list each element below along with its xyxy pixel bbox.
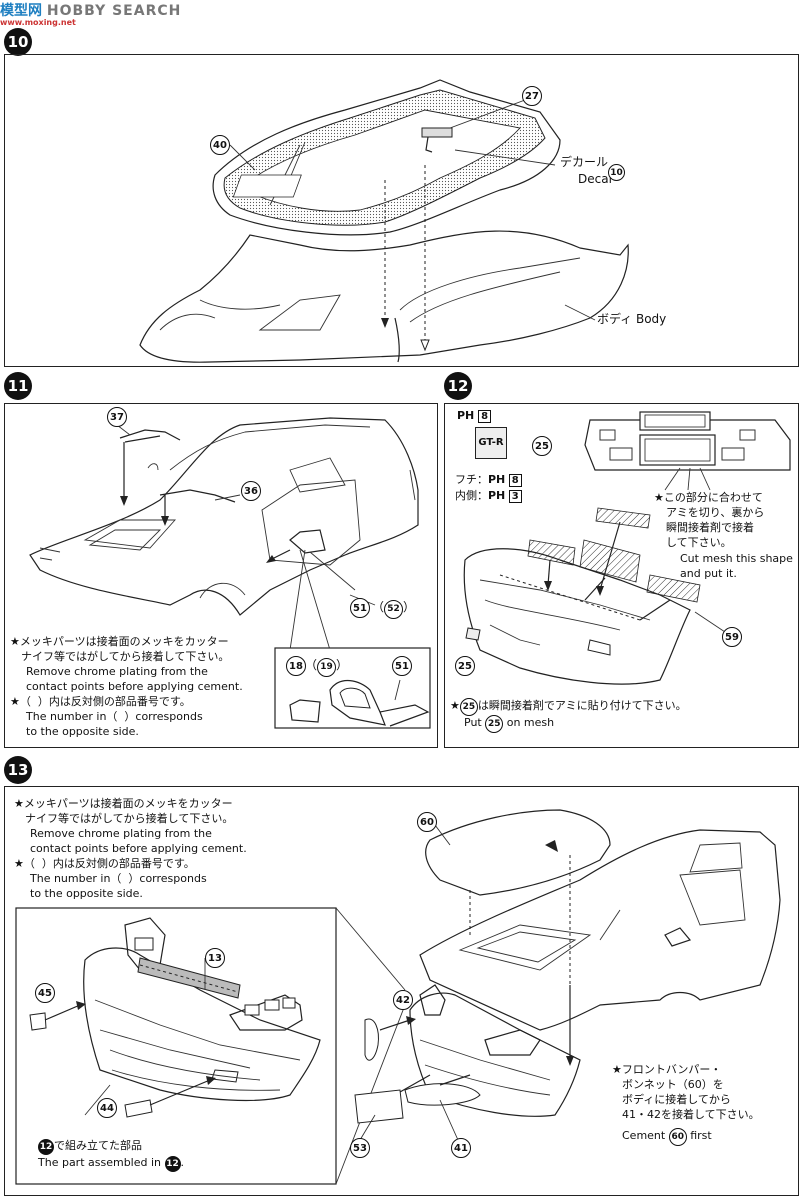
- step-11-callout-19-paren: （19）: [305, 658, 348, 677]
- step-13-cement-note-jp-3: ボディに接着してから: [622, 1093, 731, 1106]
- step-12-ph-num: 8: [478, 410, 492, 423]
- step-12-gtr-badge: GT-R: [475, 427, 507, 459]
- step-13-callout-42: 42: [393, 990, 413, 1010]
- step-11-note-jp-1: ★メッキパーツは接着面のメッキをカッター: [10, 635, 229, 648]
- step-12-fuchi: フチ：PH 8: [455, 472, 522, 488]
- step-12-ph-label: PH 8: [457, 408, 492, 424]
- step-13-assembled-num: 12: [38, 1139, 54, 1155]
- step-12-callout-59: 59: [722, 627, 742, 647]
- step-11-callout-19: 19: [317, 658, 337, 677]
- step-12-bottom-note-en-num: 25: [485, 715, 504, 733]
- step-13-assembled-en: The part assembled in 12.: [38, 1155, 184, 1172]
- step-11-callout-51-detail: 51: [392, 656, 412, 676]
- step-12-gtr-text: GT-R: [478, 437, 504, 448]
- step-12-mesh-note-en-2: and put it.: [680, 567, 737, 580]
- step-12-bottom-note-en-pre: Put: [464, 716, 482, 729]
- step-13-note-en-1: Remove chrome plating from the: [30, 827, 212, 840]
- step-13-note-en-3: The number in（ ）corresponds: [30, 872, 207, 885]
- step-12-fuchi-label: フチ：: [455, 473, 488, 486]
- step-13-callout-13: 13: [205, 948, 225, 968]
- step-12-number: 12: [444, 372, 472, 400]
- step-12-uchigawa-num: 3: [508, 490, 522, 503]
- step-11-note-jp-3: ★（ ）内は反対側の部品番号です。: [10, 695, 191, 708]
- step-12-mesh-note-jp-2: アミを切り、裏から: [666, 506, 765, 519]
- step-13-assembled-en-text: The part assembled in: [38, 1156, 162, 1169]
- step-11-number: 11: [4, 372, 32, 400]
- step-13-assembled-jp-text: で組み立てた部品: [54, 1139, 142, 1152]
- step-12-mesh-note-jp-4: して下さい。: [666, 536, 732, 549]
- step-12-uchigawa: 内側：PH 3: [455, 488, 522, 504]
- watermark: 模型网 HOBBY SEARCH www.moxing.net: [0, 0, 181, 27]
- step-12-bottom-note-text: は瞬間接着剤でアミに貼り付けて下さい。: [477, 699, 687, 712]
- watermark-site: www.moxing.net: [0, 18, 76, 27]
- step-13-note-jp-1: ★メッキパーツは接着面のメッキをカッター: [14, 797, 233, 810]
- step-12-bottom-note-en-post: on mesh: [506, 716, 555, 729]
- step-12-mesh-note-en-1: Cut mesh this shape: [680, 552, 793, 565]
- step-12-mesh-note-jp-3: 瞬間接着剤で接着: [666, 521, 754, 534]
- step-13-callout-53: 53: [350, 1138, 370, 1158]
- step-10-panel: [4, 54, 799, 367]
- step-13-note-en-2: contact points before applying cement.: [30, 842, 247, 855]
- watermark-chinese: 模型网: [0, 3, 42, 19]
- step-10-decal-label-en: Decal: [578, 172, 612, 186]
- step-13-cement-note-en-pre: Cement: [622, 1129, 666, 1142]
- step-13-cement-note-en: Cement 60 first: [622, 1128, 712, 1146]
- step-13-cement-note-jp-1: ★フロントバンパー・: [612, 1063, 722, 1076]
- step-10-callout-40: 40: [210, 135, 230, 155]
- step-13-panel: [4, 786, 799, 1196]
- step-12-callout-25-badge: 25: [532, 436, 552, 456]
- step-11-note-en-3: The number in（ ）corresponds: [26, 710, 203, 723]
- step-11-callout-36: 36: [241, 481, 261, 501]
- step-11-note-en-2: contact points before applying cement.: [26, 680, 243, 693]
- step-11-callout-18: 18: [286, 656, 306, 676]
- step-10-callout-27: 27: [522, 86, 542, 106]
- step-11-callout-52: 52: [384, 600, 404, 619]
- step-12-fuchi-num: 8: [508, 474, 522, 487]
- step-13-note-en-4: to the opposite side.: [30, 887, 143, 900]
- step-13-callout-44: 44: [97, 1098, 117, 1118]
- step-11-callout-52-paren: （52）: [372, 600, 415, 619]
- watermark-brand: HOBBY SEARCH: [46, 3, 182, 19]
- step-11-note-en-4: to the opposite side.: [26, 725, 139, 738]
- step-10-decal-label-jp: デカール: [560, 155, 609, 169]
- step-13-callout-60: 60: [417, 812, 437, 832]
- step-13-cement-note-jp-4: 41・42を接着して下さい。: [622, 1108, 760, 1121]
- step-13-cement-note-en-post: first: [690, 1129, 712, 1142]
- step-13-callout-45: 45: [35, 983, 55, 1003]
- step-11-note-jp-2: ナイフ等ではがしてから接着して下さい。: [10, 650, 230, 663]
- step-12-bottom-note-en: Put 25 on mesh: [464, 715, 554, 733]
- step-13-note-jp-3: ★（ ）内は反対側の部品番号です。: [14, 857, 195, 870]
- step-13-callout-41: 41: [451, 1138, 471, 1158]
- step-10-body-label: ボディ Body: [597, 312, 667, 326]
- step-11-note-en-1: Remove chrome plating from the: [26, 665, 208, 678]
- step-10-number: 10: [4, 28, 32, 56]
- step-12-fuchi-ph: PH: [488, 473, 506, 486]
- step-12-uchigawa-ph: PH: [488, 489, 506, 502]
- step-13-assembled-en-num: 12: [164, 1156, 181, 1172]
- step-12-bottom-note-num: 25: [459, 698, 478, 716]
- step-13-note-jp-2: ナイフ等ではがしてから接着して下さい。: [14, 812, 234, 825]
- step-10-decal-number: 10: [608, 164, 625, 181]
- step-12-ph-text: PH: [457, 409, 475, 422]
- step-13-cement-note-num: 60: [668, 1128, 687, 1146]
- step-13-cement-note-jp-2: ボンネット（60）を: [622, 1078, 724, 1091]
- step-12-callout-25: 25: [455, 656, 475, 676]
- step-12-uchigawa-label: 内側：: [455, 489, 488, 502]
- step-12-mesh-note-jp-1: ★この部分に合わせて: [654, 491, 763, 504]
- step-12-panel: [444, 403, 799, 748]
- step-13-number: 13: [4, 756, 32, 784]
- step-11-callout-51: 51: [350, 598, 370, 618]
- step-11-panel: [4, 403, 438, 748]
- step-11-callout-37: 37: [107, 407, 127, 427]
